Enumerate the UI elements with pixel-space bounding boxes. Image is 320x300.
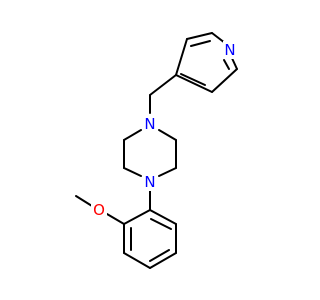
bond-pyr-c4-c3 bbox=[175, 38, 188, 76]
bond-pip-n1-c6 bbox=[123, 167, 142, 177]
bond-pyr-n1-c6-inner bbox=[223, 59, 230, 70]
atom-pyridine-n: N bbox=[223, 41, 237, 59]
bond-ar-c4-c3 bbox=[123, 252, 151, 269]
bond-pip-c2-n1 bbox=[158, 167, 177, 177]
bond-pyr-c6-c5 bbox=[211, 68, 238, 93]
pyridine-ring bbox=[175, 32, 238, 93]
piperazine-nitrogen-top-label: N bbox=[144, 115, 155, 133]
methoxyphenyl-ring bbox=[123, 209, 177, 269]
bond-pyr-c3-c2 bbox=[186, 32, 213, 40]
atom-piperazine-n-top: N bbox=[143, 115, 157, 133]
bond-pyr-c3-c2-inner bbox=[190, 40, 211, 47]
bond-o-ch3 bbox=[75, 195, 93, 207]
atom-label-bg bbox=[223, 41, 237, 59]
bond-ar-c1-c6-inner bbox=[150, 218, 172, 230]
bond-ar-c5-c4-inner bbox=[149, 249, 170, 262]
piperazine-nitrogen-bottom-label: N bbox=[144, 173, 155, 191]
bond-pyr-ch2 bbox=[149, 74, 177, 96]
atom-label-bg bbox=[143, 115, 157, 133]
bond-pyr-c2-n1 bbox=[211, 32, 226, 44]
molecule-structure-diagram: N N N O bbox=[75, 32, 238, 269]
bond-pip-n4-c3 bbox=[158, 129, 177, 141]
piperazine-ring bbox=[123, 129, 177, 177]
atom-label-bg bbox=[143, 173, 157, 191]
atom-label-bg bbox=[91, 201, 107, 219]
pyridine-nitrogen-label: N bbox=[224, 41, 235, 59]
atom-piperazine-n-bottom: N bbox=[143, 173, 157, 191]
bond-ar-o bbox=[106, 213, 125, 225]
bond-ar-c5-c4 bbox=[149, 252, 177, 269]
methoxy-oxygen-label: O bbox=[93, 201, 105, 219]
bond-pyr-c5-c4 bbox=[175, 74, 213, 93]
bond-pip-c5-n4 bbox=[123, 129, 142, 141]
atom-methoxy-o: O bbox=[91, 201, 107, 219]
bond-pyr-c5-c4-inner bbox=[180, 73, 206, 86]
bond-ar-c2-c1 bbox=[123, 209, 151, 225]
bond-ar-c1-c6 bbox=[149, 209, 177, 225]
